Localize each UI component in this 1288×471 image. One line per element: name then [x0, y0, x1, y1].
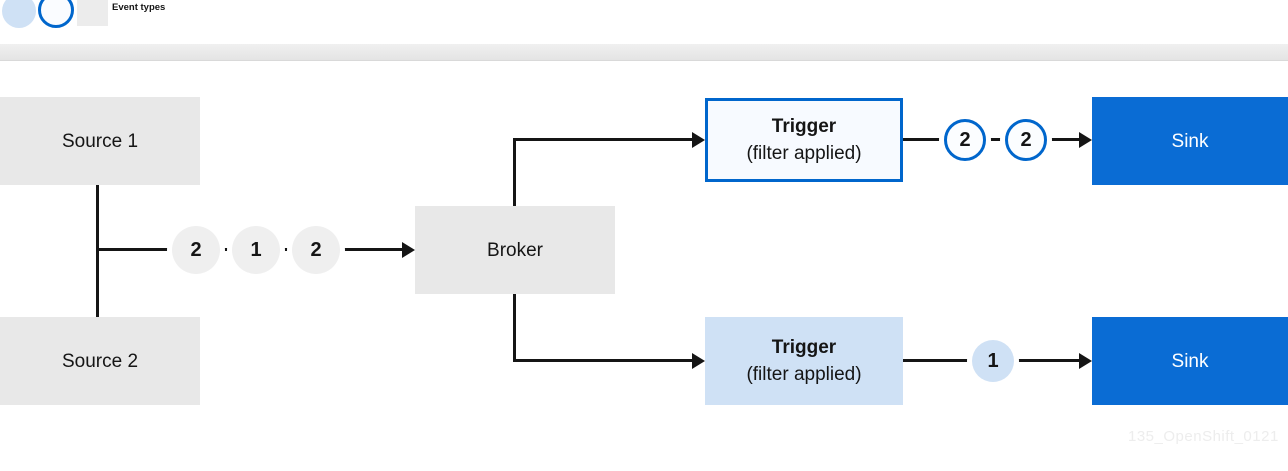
source-2-node: Source 2	[0, 317, 200, 405]
trigger-top-node: Trigger (filter applied)	[705, 98, 903, 182]
event-badge: 1	[972, 340, 1014, 382]
source-1-node: Source 1	[0, 97, 200, 185]
connector-broker-down	[513, 294, 516, 362]
event-type-2-icon	[38, 0, 74, 28]
event-badge-label: 1	[987, 349, 999, 372]
arrowhead-trigger-top-icon	[692, 132, 705, 148]
trigger-bottom-node: Trigger (filter applied)	[705, 317, 903, 405]
divider-bar	[0, 44, 1288, 61]
sink-bottom-label: Sink	[1171, 350, 1209, 372]
arrowhead-sink-bottom-icon	[1079, 353, 1092, 369]
event-badge-label: 2	[190, 238, 202, 261]
event-badge-label: 2	[310, 238, 322, 261]
connector-sources-vertical	[96, 185, 99, 317]
source-1-label: Source 1	[61, 130, 139, 152]
event-badge: 2	[1005, 119, 1047, 161]
event-type-1-icon	[2, 0, 36, 28]
arrowhead-sink-top-icon	[1079, 132, 1092, 148]
trigger-top-title: Trigger	[771, 116, 837, 137]
event-badge: 2	[172, 226, 220, 274]
broker-node: Broker	[415, 206, 615, 294]
trigger-bottom-title: Trigger	[771, 337, 837, 358]
arrowhead-broker-icon	[402, 242, 415, 258]
source-2-label: Source 2	[61, 350, 139, 372]
event-badge: 2	[944, 119, 986, 161]
connector-broker-up	[513, 138, 516, 206]
trigger-top-subtitle: (filter applied)	[746, 143, 862, 164]
broker-label: Broker	[487, 239, 543, 261]
event-badge-label: 1	[250, 238, 262, 261]
watermark-text: 135_OpenShift_0121	[1128, 428, 1279, 445]
event-badge: 2	[292, 226, 340, 274]
trigger-bottom-subtitle: (filter applied)	[746, 364, 862, 385]
component-icon	[77, 0, 108, 26]
connector-to-sink-top	[903, 138, 1079, 141]
legend-label: Event types	[112, 2, 166, 13]
connector-to-trigger-top	[513, 138, 692, 141]
event-badge-label: 2	[1020, 128, 1032, 151]
event-badge-label: 2	[959, 128, 971, 151]
arrowhead-trigger-bottom-icon	[692, 353, 705, 369]
sink-top-label: Sink	[1171, 130, 1209, 152]
connector-to-trigger-bottom	[513, 359, 692, 362]
event-badge: 1	[232, 226, 280, 274]
sink-bottom-node: Sink	[1092, 317, 1288, 405]
sink-top-node: Sink	[1092, 97, 1288, 185]
